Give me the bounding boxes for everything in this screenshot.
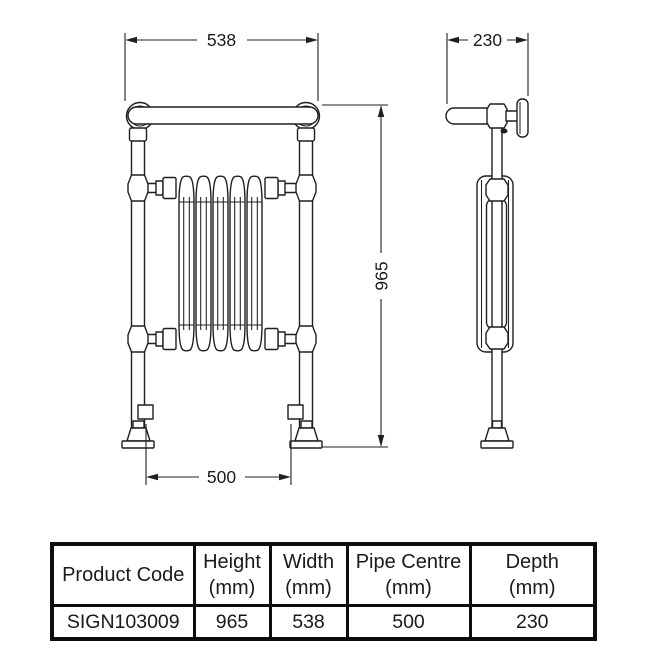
side-bar-joint bbox=[486, 103, 508, 129]
side-view bbox=[445, 98, 529, 449]
wall-stub bbox=[505, 110, 519, 122]
leg-joint bbox=[127, 325, 149, 353]
leg-joint bbox=[295, 174, 317, 202]
arrow-left bbox=[146, 473, 158, 481]
col-header-width: Width (mm) bbox=[268, 542, 349, 607]
towel-rail bbox=[127, 106, 319, 125]
arrow-right bbox=[516, 36, 528, 44]
foot-right bbox=[289, 420, 323, 449]
leg-joint bbox=[295, 325, 317, 353]
wall-flange-side bbox=[516, 98, 529, 138]
cell-pipe-centre: 500 bbox=[345, 604, 472, 641]
dim-height-label: 965 bbox=[372, 261, 392, 290]
radiator-column bbox=[195, 175, 212, 352]
cell-depth: 230 bbox=[468, 604, 597, 641]
radiator-column bbox=[212, 175, 229, 352]
dim-pipe-centre: 500 bbox=[145, 424, 292, 487]
cell-product-code: SIGN103009 bbox=[50, 604, 196, 641]
spec-table-data-row: SIGN103009 965 538 500 230 bbox=[50, 604, 597, 641]
col-header-pipe-centre: Pipe Centre (mm) bbox=[345, 542, 472, 607]
dim-depth-label: 230 bbox=[473, 30, 502, 50]
dim-width: 538 bbox=[124, 30, 319, 101]
column-separators bbox=[179, 201, 262, 326]
dim-pipe-centre-label: 500 bbox=[207, 467, 236, 487]
leg-right bbox=[298, 115, 314, 429]
side-foot bbox=[480, 420, 514, 449]
front-view bbox=[121, 101, 323, 449]
col-header-height: Height (mm) bbox=[192, 542, 272, 607]
dim-height: 965 bbox=[322, 104, 392, 448]
column-flutes bbox=[183, 197, 258, 330]
radiator-column bbox=[246, 175, 263, 352]
foot-left bbox=[121, 420, 155, 449]
leg-collar-right bbox=[296, 127, 316, 142]
technical-drawing: 538 230 965 500 bbox=[121, 30, 529, 487]
leg-left bbox=[130, 115, 146, 429]
dimensions: 538 230 965 500 bbox=[124, 30, 529, 487]
arrow-right bbox=[279, 473, 291, 481]
cell-height: 965 bbox=[192, 604, 272, 641]
arrow-right bbox=[306, 36, 318, 44]
dim-width-label: 538 bbox=[207, 30, 236, 50]
side-pipe bbox=[491, 125, 503, 429]
side-union-top bbox=[485, 178, 509, 202]
leg-joint bbox=[127, 174, 149, 202]
side-body-edges bbox=[480, 180, 510, 348]
dim-depth: 230 bbox=[446, 30, 529, 104]
radiator-column bbox=[229, 175, 246, 352]
valve-fittings bbox=[155, 176, 286, 351]
radiator-core bbox=[178, 175, 263, 352]
arrow-left bbox=[125, 36, 137, 44]
leg-collar-left bbox=[128, 127, 148, 142]
spec-table-header-row: Product Code Height (mm) Width (mm) Pipe… bbox=[50, 542, 597, 607]
pipe-outlet-right bbox=[287, 404, 304, 420]
arrow-left bbox=[447, 36, 459, 44]
cell-width: 538 bbox=[268, 604, 349, 641]
arrow-top bbox=[377, 105, 385, 117]
radiator-column bbox=[178, 175, 195, 352]
pipe-outlet-left bbox=[137, 404, 154, 420]
col-header-product-code: Product Code bbox=[50, 542, 196, 607]
col-header-depth: Depth (mm) bbox=[468, 542, 597, 607]
arrow-bottom bbox=[377, 435, 385, 447]
air-vent-dot bbox=[500, 128, 508, 134]
spec-table: Product Code Height (mm) Width (mm) Pipe… bbox=[50, 542, 597, 641]
side-union-bottom bbox=[485, 326, 509, 350]
